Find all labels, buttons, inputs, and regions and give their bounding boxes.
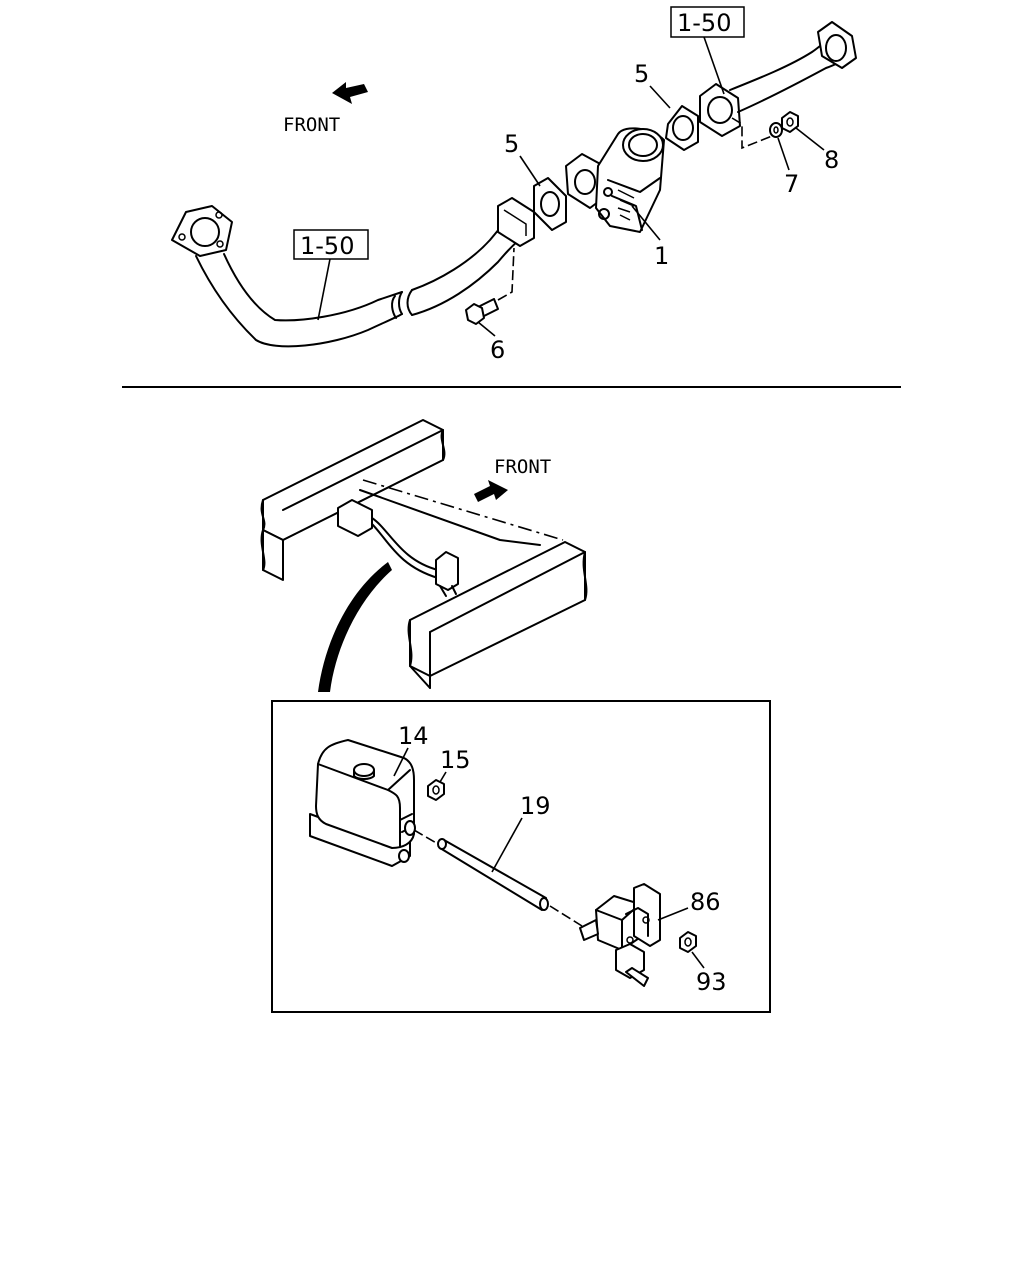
front-arrow-icon [332, 82, 368, 104]
front-arrow-lower-icon [474, 480, 508, 502]
rear-exhaust-pipe [699, 21, 857, 150]
nut-8 [781, 111, 799, 133]
callout-5-right: 5 [634, 60, 649, 88]
callout-14: 14 [398, 722, 429, 750]
air-tank-14 [309, 739, 416, 867]
callout-15: 15 [440, 746, 471, 774]
detail-pointer [318, 562, 392, 692]
valve-86 [579, 883, 661, 987]
exhaust-brake-unit-1 [565, 127, 665, 233]
callout-8: 8 [824, 146, 839, 174]
nut-15 [427, 779, 445, 801]
callout-6: 6 [490, 336, 505, 364]
front-label-lower: FRONT [494, 456, 551, 478]
nut-93 [679, 931, 697, 953]
callout-93: 93 [696, 968, 727, 996]
ref-box-left: 1-50 [293, 229, 369, 321]
callout-1: 1 [654, 242, 669, 270]
hose-19 [413, 829, 583, 927]
gasket-5-left [533, 177, 567, 231]
detail-box: 14 15 19 86 93 [271, 700, 771, 1013]
ref-label-top: 1-50 [677, 9, 731, 37]
upper-exhaust-assembly: FRONT [171, 6, 857, 364]
ref-box-top: 1-50 [670, 6, 745, 95]
callout-86: 86 [690, 888, 721, 916]
callout-7: 7 [784, 170, 799, 198]
gasket-5-right [665, 105, 699, 151]
bolt-6 [465, 247, 515, 325]
callout-5-left: 5 [504, 130, 519, 158]
front-label: FRONT [283, 114, 340, 136]
front-exhaust-pipe [171, 197, 535, 348]
washer-7 [769, 122, 783, 138]
ref-label-left: 1-50 [300, 232, 354, 260]
callout-19: 19 [520, 792, 551, 820]
chassis-frame-view: FRONT [260, 419, 588, 692]
